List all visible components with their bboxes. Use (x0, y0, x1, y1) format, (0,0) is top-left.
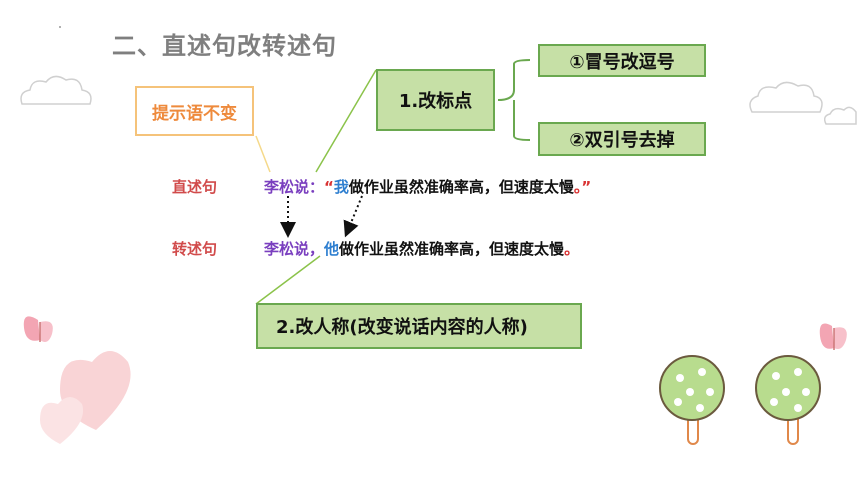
indirect-pronoun: 他 (324, 240, 340, 258)
indirect-end: 。 (564, 240, 580, 258)
indirect-label: 转述句 (172, 240, 218, 258)
hint-connector-line (255, 135, 271, 173)
direct-sentence: 李松说：“我做作业虽然准确率高，但速度太慢。” (264, 176, 591, 197)
direct-body: 做作业虽然准确率高，但速度太慢 (348, 178, 574, 196)
direct-speaker: 李松说 (264, 178, 310, 196)
tree-right-icon (755, 355, 821, 445)
remove-quotes-box: ②双引号去掉 (538, 122, 706, 156)
indirect-sentence: 李松说，他做作业虽然准确率高，但速度太慢。 (264, 238, 579, 259)
dot-decoration (59, 26, 61, 28)
butterfly-left-icon (23, 316, 53, 342)
indirect-comma: ， (309, 240, 325, 258)
direct-end: 。” (573, 178, 592, 196)
cloud-left-icon (20, 75, 92, 105)
hint-box: 提示语不变 (135, 86, 254, 136)
cloud-right-icon (749, 81, 857, 125)
indirect-body: 做作业虽然准确率高，但速度太慢 (339, 240, 565, 258)
direct-colon: ： (309, 178, 325, 196)
indirect-speaker: 李松说 (264, 240, 310, 258)
colon-to-comma-box: ①冒号改逗号 (538, 44, 706, 77)
tree-left-icon (659, 355, 725, 445)
heart-icon (40, 351, 131, 444)
page-title: 二、直述句改转述句 (112, 32, 337, 60)
change-punctuation-box: 1.改标点 (376, 69, 495, 131)
direct-open-quote: “ (324, 178, 334, 196)
brace-connector (497, 59, 531, 141)
arrow-down-right (343, 195, 363, 238)
butterfly-right-icon (819, 323, 847, 350)
direct-pronoun: 我 (333, 178, 349, 196)
punct-connector-line (315, 69, 377, 173)
person-connector-line (255, 255, 321, 305)
direct-label: 直述句 (172, 178, 218, 196)
change-person-box: 2.改人称(改变说话内容的人称) (256, 303, 582, 349)
